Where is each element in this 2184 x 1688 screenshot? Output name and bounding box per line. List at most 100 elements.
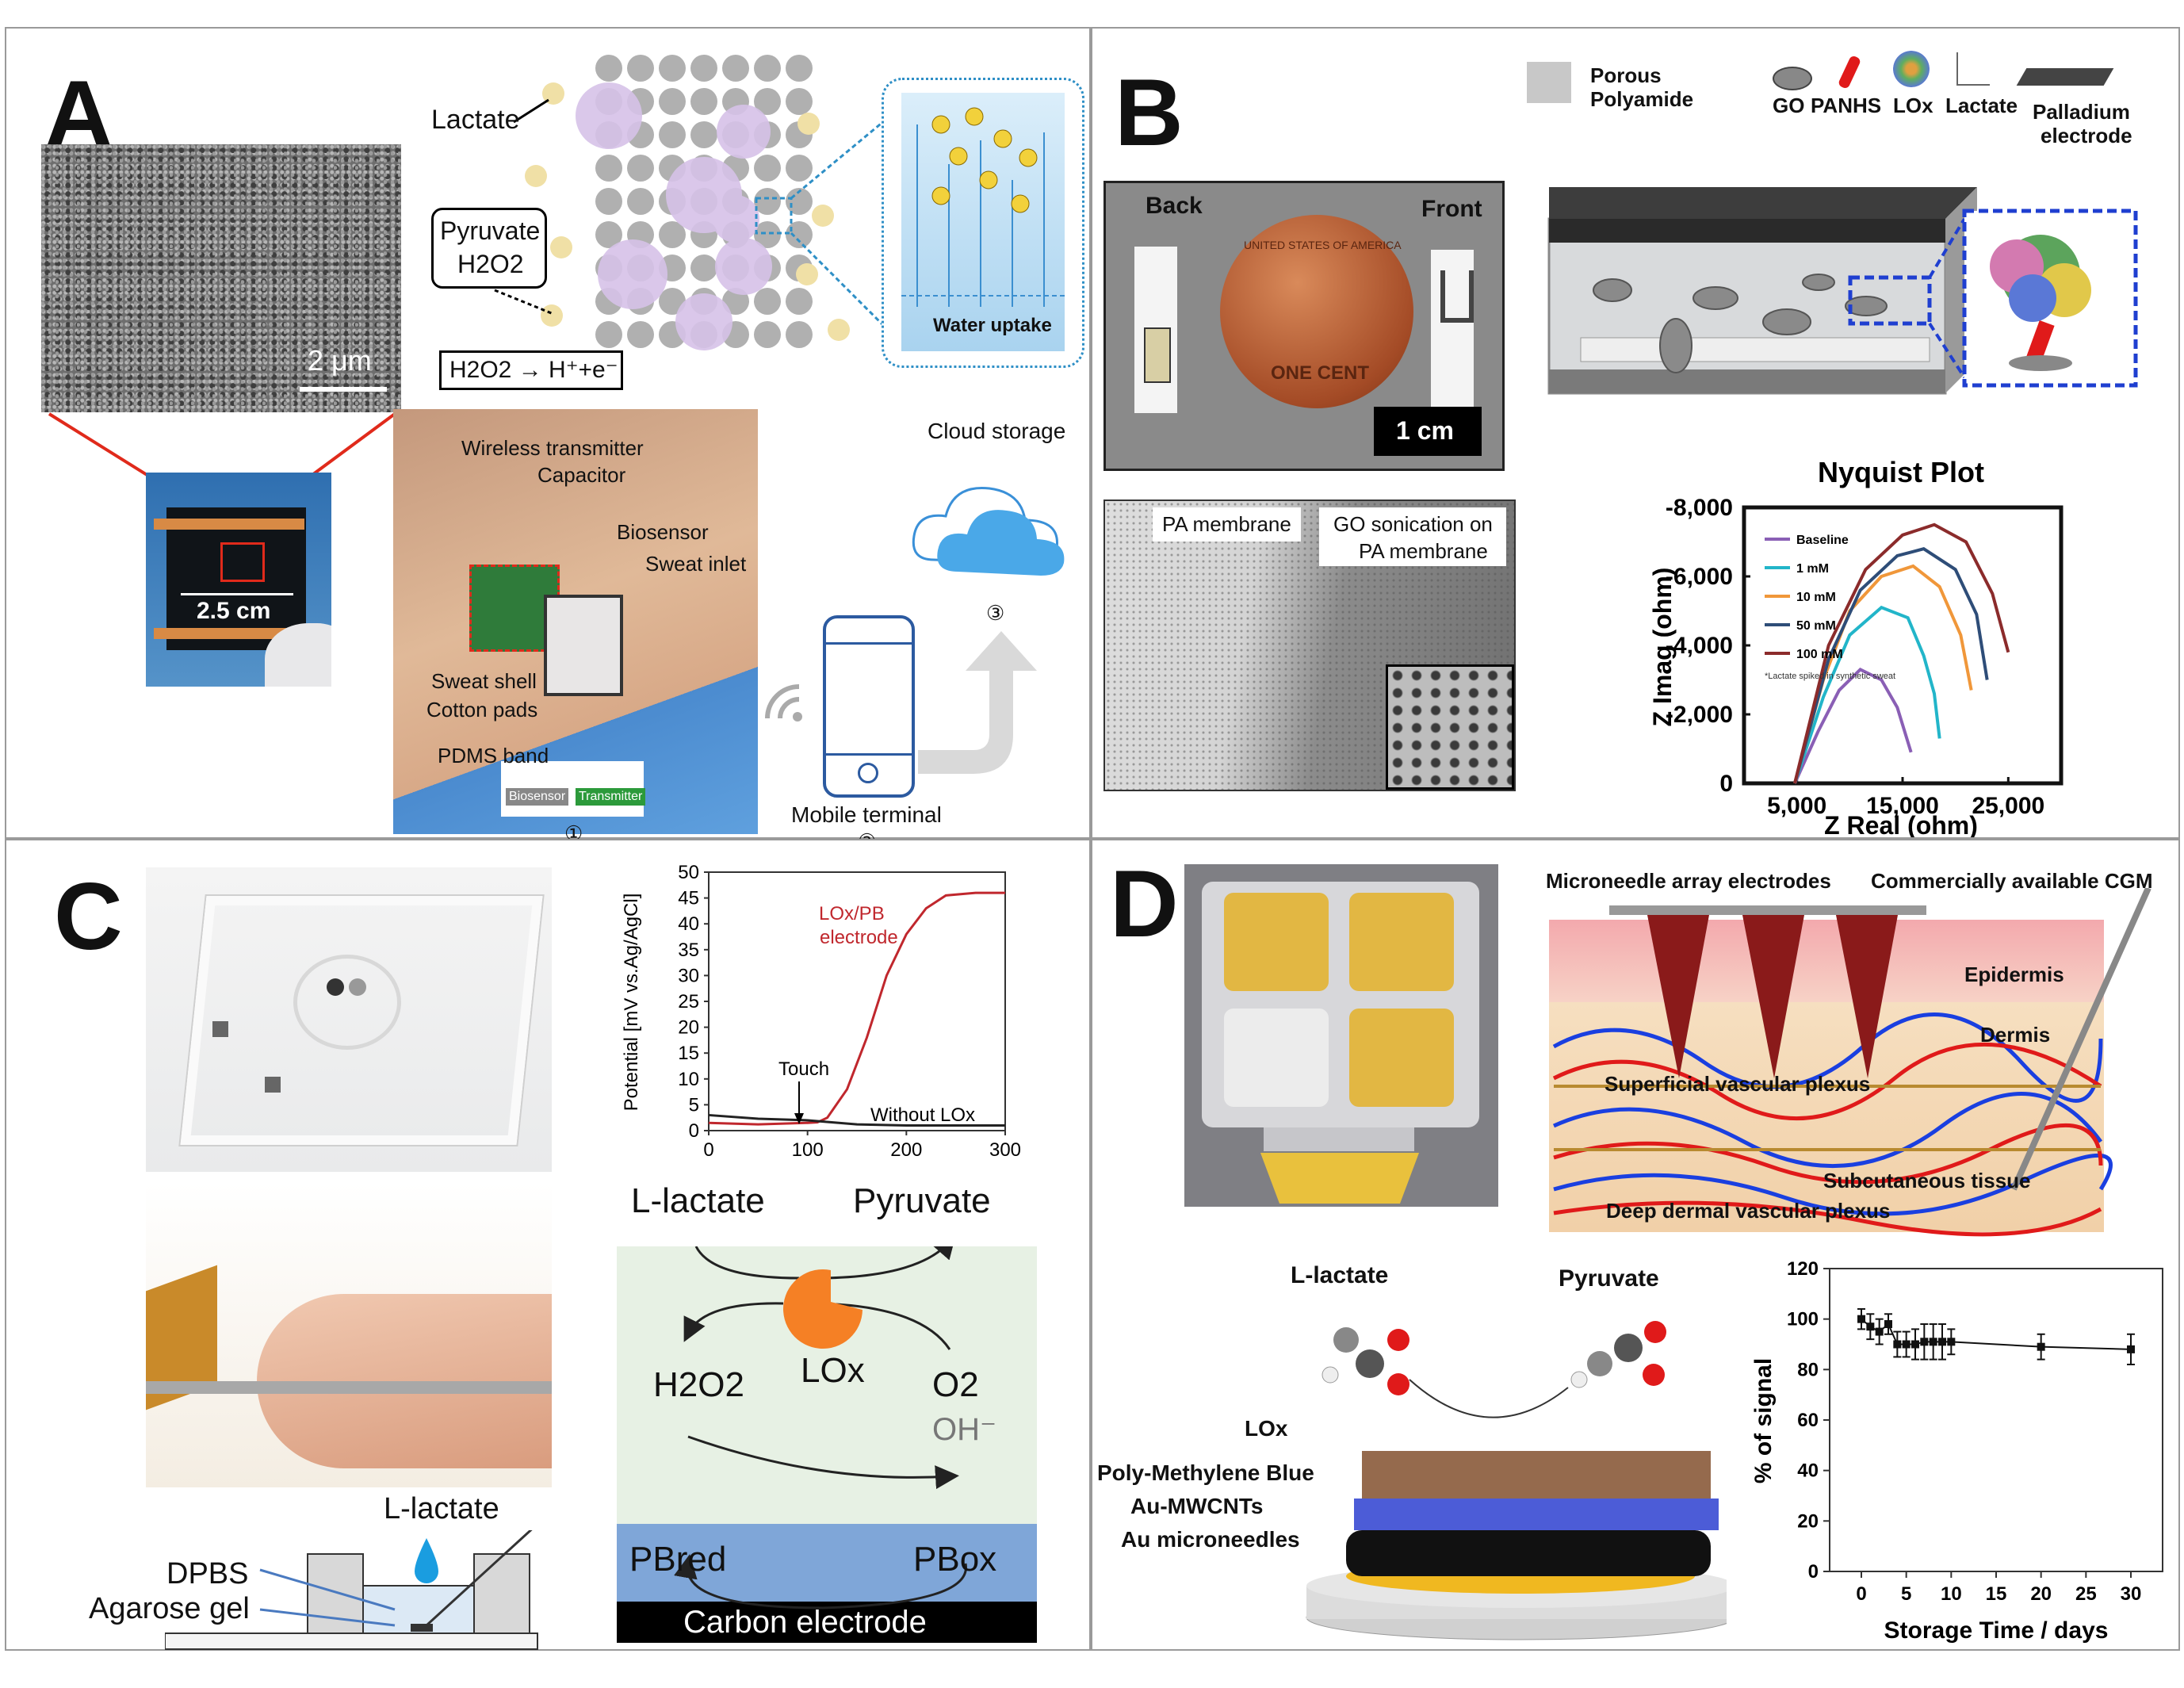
sensor-photo (146, 867, 552, 1172)
membrane-dot (754, 288, 781, 315)
storage-ytick-label: 20 (1797, 1510, 1819, 1532)
go-sonication-line2: PA membrane (1359, 539, 1488, 563)
storage-ytick-label: 100 (1787, 1309, 1819, 1330)
nyquist-series-line (1793, 668, 1913, 784)
reaction-box: H2O2 → H⁺+e⁻ (439, 350, 623, 390)
storage-ytick-label: 60 (1797, 1410, 1819, 1431)
front-label: Front (1421, 196, 1482, 222)
storage-point (1911, 1340, 1919, 1349)
storage-point (1893, 1340, 1902, 1349)
potential-xtick-label: 0 (703, 1139, 713, 1161)
scheme-l-lactate: L-lactate (631, 1181, 765, 1220)
potential-ytick-label: 20 (678, 1017, 699, 1039)
scheme-h2o2: H2O2 (653, 1365, 744, 1404)
membrane-dot (690, 55, 717, 82)
cotton-pads-label: Cotton pads (426, 698, 538, 722)
membrane-dot (595, 55, 622, 82)
pa-membrane-label: PA membrane (1162, 512, 1291, 536)
legend-electrode: electrode (2041, 124, 2132, 147)
storage-xtick-label: 5 (1901, 1583, 1911, 1605)
width-arrow (181, 593, 293, 595)
storage-point (1884, 1320, 1892, 1329)
potential-ytick-label: 30 (678, 965, 699, 986)
membrane-dot (595, 188, 622, 215)
poly-mb-label: Poly-Methylene Blue (1097, 1460, 1314, 1485)
au-mwcnts-label: Au-MWCNTs (1130, 1494, 1264, 1518)
electrode-3d-schematic (1547, 187, 2138, 395)
scheme-pbred: PBred (629, 1540, 727, 1579)
pa-membrane-box: PA membrane (1153, 507, 1301, 542)
nyquist-ytick-label: -4,000 (1666, 633, 1733, 659)
potential-ytick-label: 0 (689, 1120, 699, 1142)
storage-point (1920, 1338, 1929, 1346)
nyquist-series-line (1793, 547, 1989, 784)
water-arrows (901, 107, 1065, 307)
membrane-dot (786, 321, 813, 348)
wrist-photo: Biosensor Transmitter (393, 409, 758, 834)
vessels (1552, 888, 2151, 1237)
storage-point (1929, 1338, 1937, 1346)
membrane-dot (754, 155, 781, 182)
storage-point (1902, 1340, 1911, 1349)
pyruvate-label: Pyruvate (440, 216, 541, 245)
nyquist-ytick-label: -6,000 (1666, 564, 1733, 590)
scale-1cm-box: 1 cm (1374, 407, 1482, 456)
legend-palladium-icon (2016, 68, 2114, 86)
cgm-label: Commercially available CGM (1871, 869, 2153, 893)
upload-arrow (918, 631, 1037, 774)
potential-ytick-label: 40 (678, 913, 699, 935)
storage-frame (1829, 1268, 2163, 1572)
nyquist-ytick-label: -2,000 (1666, 702, 1733, 728)
wireless-transmitter-label: Wireless transmitter (461, 436, 644, 460)
pyruvate-molecule (1570, 1321, 1666, 1388)
membrane-dot (754, 55, 781, 82)
dpbs-label: DPBS (166, 1557, 249, 1590)
legend-porous: Porous (1590, 63, 1662, 87)
storage-xtick-label: 25 (2075, 1583, 2097, 1605)
membrane-dot (627, 321, 654, 348)
membrane-dot (786, 221, 813, 248)
nyquist-ytick-label: 0 (1719, 771, 1733, 797)
membrane-dot (786, 188, 813, 215)
legend-go-icon (1773, 67, 1812, 90)
nyquist-xtick-label: 5,000 (1767, 793, 1826, 819)
membrane-schematic (494, 55, 886, 350)
legend-go: GO (1773, 94, 1805, 117)
scheme-pyruvate: Pyruvate (853, 1181, 991, 1220)
storage-xtick-label: 30 (2121, 1583, 2142, 1605)
step-3: ③ (986, 601, 1005, 625)
panel-b: B Porous Polyamide GO PANHS LOx Lactate … (1091, 27, 2180, 839)
storage-point (1938, 1338, 1946, 1346)
legend-lactate-icon (1956, 52, 1990, 86)
legend-lox-icon (1893, 51, 1930, 87)
potential-ytick-label: 25 (678, 991, 699, 1012)
penny: UNITED STATES OF AMERICA ONE CENT (1220, 215, 1413, 408)
nyquist-ylabel: Z Imag (ohm) (1648, 568, 1677, 727)
membrane-dot (659, 221, 686, 248)
membrane-dot (786, 155, 813, 182)
potential-ytick-label: 50 (678, 862, 699, 883)
cloud-storage-label: Cloud storage (928, 419, 1066, 443)
annot-touch: Touch (778, 1058, 829, 1080)
storage-xtick-label: 0 (1856, 1583, 1866, 1605)
membrane-dot (595, 321, 622, 348)
finger-photo (146, 1183, 552, 1487)
nyquist-title: Nyquist Plot (1818, 456, 1984, 488)
storage-ytick-label: 80 (1797, 1359, 1819, 1380)
potential-xtick-label: 300 (989, 1139, 1021, 1161)
pdms-band-label: PDMS band (438, 744, 549, 767)
device-photo: 2.5 cm (146, 473, 331, 687)
deep-dermal-label: Deep dermal vascular plexus (1606, 1199, 1891, 1223)
go-sonication-line1: GO sonication on (1333, 512, 1493, 536)
skin-schematic: Microneedle array electrodes Commerciall… (1546, 869, 2180, 1237)
potential-ytick-label: 5 (689, 1094, 699, 1116)
mobile-terminal-label: Mobile terminal (791, 802, 942, 827)
legend-lox: LOx (1893, 94, 1933, 117)
circuit-biosensor: Biosensor (506, 788, 569, 806)
membrane-dot (754, 321, 781, 348)
nyquist-ytick-label: -8,000 (1666, 495, 1733, 521)
pyruvate-box: Pyruvate H2O2 (431, 208, 547, 289)
cloud-icon (912, 486, 1065, 576)
